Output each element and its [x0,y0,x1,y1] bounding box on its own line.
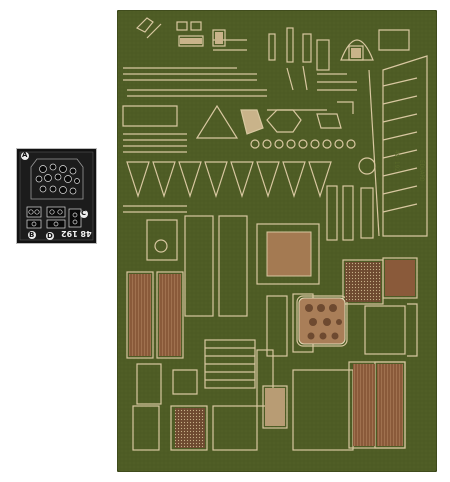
film-label-d: D [47,232,53,240]
fret-maker-text: EDUARD [418,160,425,182]
film-code: 48 192 [61,229,92,238]
fret-code-text: 48 192 [393,150,400,172]
photo-etched-fret [117,10,437,472]
fret-solid-parts [129,32,415,448]
instrument-film: A C B D 48 192 [16,148,97,244]
instrument-dials-drawing [17,149,96,243]
film-label-c: C [81,209,87,217]
film-label-a: A [22,151,28,159]
fret-parts [122,17,428,451]
film-label-b: B [29,231,35,239]
